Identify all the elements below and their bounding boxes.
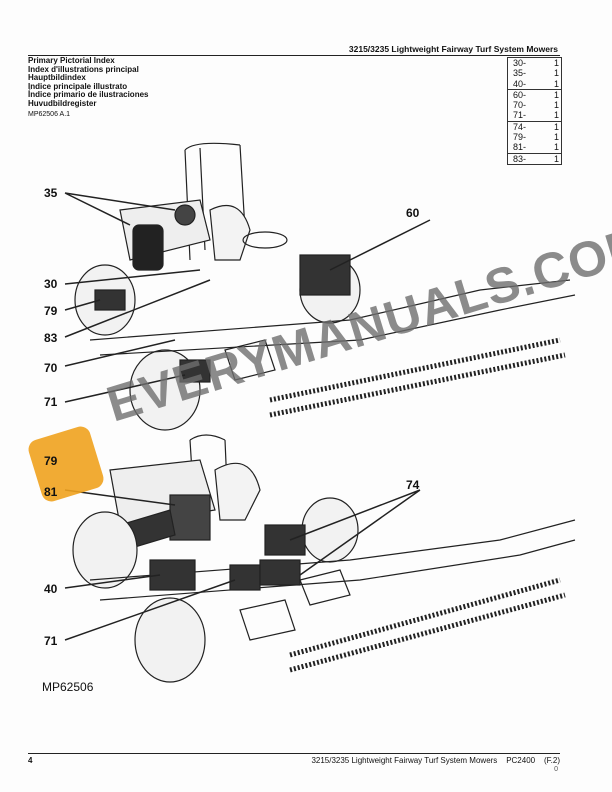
index-ref: 30-	[513, 58, 527, 68]
index-row: 35- 1	[508, 68, 561, 78]
index-page: 1	[553, 89, 559, 100]
index-ref: 83-	[513, 153, 527, 164]
index-row: 30- 1	[508, 58, 561, 68]
index-page: 1	[553, 121, 559, 132]
callout-label: 71	[44, 634, 58, 648]
index-page: 1	[553, 110, 559, 121]
title-line: Indice principale illustrato	[28, 81, 128, 91]
index-titles: Primary Pictorial Index Index d'illustra…	[28, 56, 149, 109]
index-ref: 74-	[513, 121, 527, 132]
index-row: 83- 1	[508, 154, 561, 164]
lower-mower-drawing	[72, 434, 576, 683]
index-table: 30- 1 35- 1 40- 1 60- 1 70- 1 71- 1 74- 1 79- 1 81- 1 83- 1	[507, 57, 562, 165]
callout-label: 81	[44, 485, 58, 499]
callout-label: 74	[406, 478, 420, 492]
index-ref: 71-	[513, 110, 527, 121]
index-page: 1	[553, 142, 559, 153]
upper-mower-drawing	[74, 142, 576, 431]
index-page: 1	[553, 153, 559, 164]
index-row: 79- 1	[508, 132, 561, 142]
title-line: Huvudbildregister	[28, 98, 97, 108]
title-line: Índice primario de ilustraciones	[28, 90, 149, 100]
index-page: 1	[553, 78, 559, 89]
index-group: 30- 1 35- 1 40- 1	[508, 58, 561, 90]
footer-subscript: 0	[554, 766, 558, 773]
index-group: 60- 1 70- 1 71- 1	[508, 90, 561, 122]
index-group: 74- 1 79- 1 81- 1	[508, 122, 561, 154]
index-row: 71- 1	[508, 110, 561, 120]
callout-label: 35	[44, 186, 58, 200]
index-ref: 35-	[513, 68, 527, 79]
callout-label: 83	[44, 331, 58, 345]
index-ref: 40-	[513, 78, 527, 89]
figure-reference: MP62506 A.1	[28, 111, 71, 118]
callout-label: 79	[44, 454, 58, 468]
figure-id: MP62506	[42, 680, 94, 694]
index-ref: 60-	[513, 89, 527, 100]
page-number: 4	[28, 756, 33, 765]
index-row: 60- 1	[508, 90, 561, 100]
callout-label: 71	[44, 395, 58, 409]
leader-lines	[64, 192, 431, 641]
mower-illustration	[64, 142, 576, 683]
index-page: 1	[553, 132, 559, 143]
index-row: 70- 1	[508, 100, 561, 110]
index-ref: 70-	[513, 100, 527, 111]
footer-rule	[28, 753, 560, 754]
footer-text: 3215/3235 Lightweight Fairway Turf Syste…	[311, 756, 560, 765]
index-ref: 81-	[513, 142, 527, 153]
callout-label: 30	[44, 277, 58, 291]
title-line: Primary Pictorial Index	[28, 56, 115, 65]
title-line: Index d'illustrations principal	[28, 64, 139, 74]
index-row: 81- 1	[508, 142, 561, 152]
callout-label: 79	[44, 304, 58, 318]
callout-label: 40	[44, 582, 58, 596]
callout-label: 70	[44, 361, 58, 375]
index-row: 40- 1	[508, 79, 561, 89]
index-page: 1	[553, 68, 559, 79]
index-row: 74- 1	[508, 122, 561, 132]
index-page: 1	[553, 58, 559, 68]
index-ref: 79-	[513, 132, 527, 143]
index-group: 83- 1	[508, 154, 561, 164]
callout-label: 60	[406, 206, 420, 220]
header-rule	[28, 55, 560, 56]
index-page: 1	[553, 100, 559, 111]
title-line: Hauptbildindex	[28, 73, 86, 83]
header-title: 3215/3235 Lightweight Fairway Turf Syste…	[348, 44, 558, 54]
